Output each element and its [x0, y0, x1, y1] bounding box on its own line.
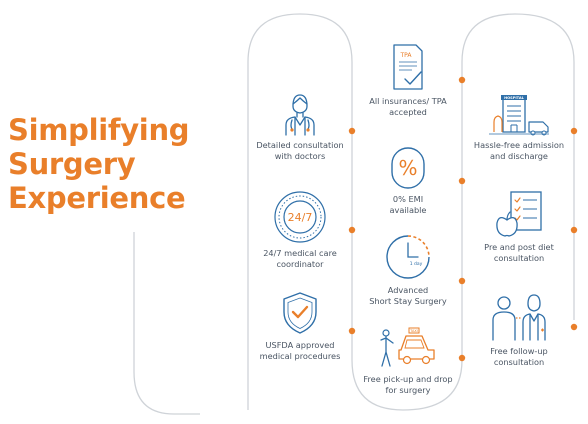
taxi-sign-text: TAXI — [409, 329, 418, 333]
doctor-patient-icon — [492, 294, 546, 341]
track-dot — [348, 327, 356, 335]
headline-line-1: Simplifying — [8, 113, 190, 147]
track-dot — [458, 277, 466, 285]
feature-label: Advanced Short Stay Surgery — [369, 285, 447, 306]
track-dot — [348, 226, 356, 234]
diet-checklist-icon — [496, 191, 542, 237]
track-dot — [458, 354, 466, 362]
track-dot — [570, 226, 578, 234]
feature-followup: Free follow-up consultation — [466, 292, 572, 368]
headline-line-3: Experience — [8, 181, 186, 215]
feature-label: Hassle-free admission and discharge — [473, 140, 565, 161]
track-column-1 — [247, 13, 575, 411]
tpa-document-icon: TPA — [393, 44, 423, 90]
clock-badge-text: 24/7 — [288, 211, 313, 224]
feature-label: 24/7 medical care coordinator — [263, 248, 337, 269]
feature-short-stay: 1 day Advanced Short Stay Surgery — [356, 233, 460, 307]
hospital-icon: HOSPITAL — [489, 95, 549, 136]
track-dot — [458, 177, 466, 185]
feature-insurance: TPA All insurances/ TPA accepted — [356, 42, 460, 118]
track-dot — [458, 76, 466, 84]
stopwatch-icon: 1 day — [386, 235, 430, 279]
clock-24-7-icon: 24/7 — [274, 191, 326, 243]
shield-check-icon — [283, 292, 317, 334]
feature-label: Free pick-up and drop for surgery — [363, 374, 453, 395]
feature-diet: Pre and post diet consultation — [466, 190, 572, 264]
headline-line-2: Surgery — [8, 147, 136, 181]
feature-admission: HOSPITAL Hassle-free admission and disch… — [466, 92, 572, 162]
track-dots — [348, 76, 578, 362]
stopwatch-dial-text: 1 day — [410, 261, 423, 267]
tpa-text: TPA — [399, 52, 412, 59]
feature-label: Free follow-up consultation — [490, 346, 548, 367]
feature-usfda: USFDA approved medical procedures — [250, 290, 350, 362]
doctor-icon — [285, 94, 315, 136]
track-left-stub — [133, 232, 200, 415]
percent-icon: % — [391, 147, 425, 189]
page-headline: Simplifying Surgery Experience — [8, 113, 190, 215]
feature-consultation: Detailed consultation with doctors — [250, 92, 350, 162]
feature-label: 0% EMI available — [389, 194, 427, 215]
feature-label: All insurances/ TPA accepted — [369, 96, 447, 117]
feature-pickup: TAXI Free pick-up and drop for surgery — [356, 326, 460, 396]
feature-label: Pre and post diet consultation — [484, 242, 554, 263]
feature-label: Detailed consultation with doctors — [256, 140, 344, 161]
hospital-sign-text: HOSPITAL — [504, 96, 525, 100]
track-dot — [348, 127, 356, 135]
track-dot — [570, 127, 578, 135]
track-dot — [570, 323, 578, 331]
taxi-icon: TAXI — [380, 327, 435, 367]
feature-label: USFDA approved medical procedures — [259, 340, 341, 361]
feature-coordinator: 24/7 24/7 medical care coordinator — [250, 190, 350, 270]
percent-symbol: % — [398, 156, 417, 180]
feature-emi: % 0% EMI available — [356, 146, 460, 216]
